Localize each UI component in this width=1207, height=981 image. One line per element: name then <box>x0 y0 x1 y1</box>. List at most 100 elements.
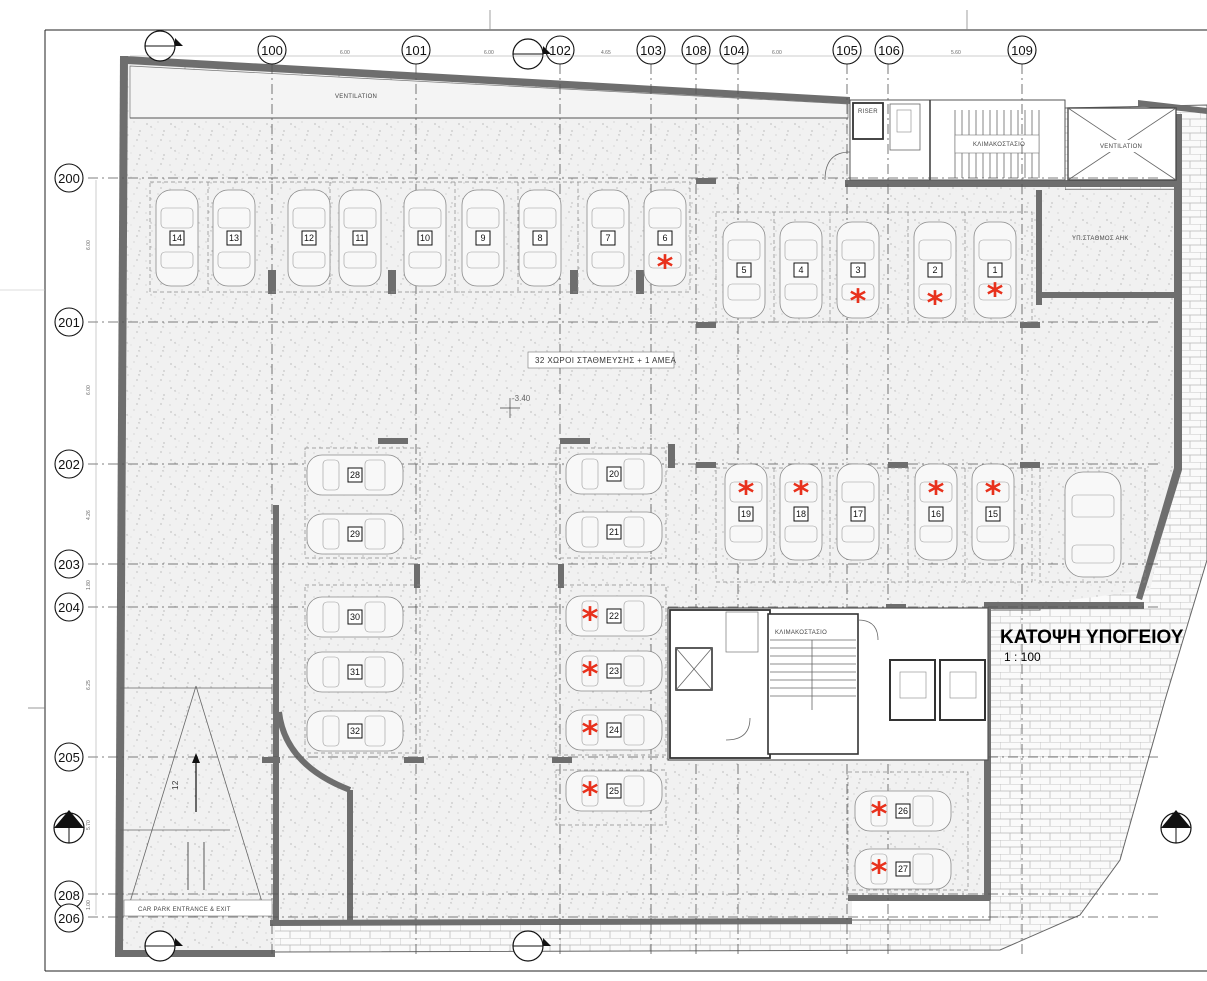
space-number-box <box>895 803 911 819</box>
parking-space-10: 10 <box>403 189 447 287</box>
space-number-box <box>347 664 363 680</box>
parking-space-12: 12 <box>287 189 331 287</box>
space-number-box <box>475 230 491 246</box>
parking-space-18: 18* <box>779 463 823 561</box>
parking-space-26: 26* <box>854 790 952 833</box>
parking-space-8: 8 <box>518 189 562 287</box>
space-number-box <box>738 506 754 522</box>
space-number-box <box>169 230 185 246</box>
space-number-box <box>793 262 809 278</box>
space-number: 2 <box>932 265 937 275</box>
parking-space-14: 14 <box>155 189 199 287</box>
svg-text:5.60: 5.60 <box>951 50 961 56</box>
space-number: 12 <box>304 233 314 243</box>
space-number-box <box>352 230 368 246</box>
space-number: 9 <box>480 233 485 243</box>
grid-bubble-104: 104 <box>719 35 749 65</box>
sheet-frame <box>0 10 1207 972</box>
svg-text:4.26: 4.26 <box>86 510 92 520</box>
grid-bubble-208: 208 <box>54 880 84 910</box>
space-number-box <box>417 230 433 246</box>
space-number: 8 <box>537 233 542 243</box>
parking-space-13: 13 <box>212 189 256 287</box>
drawing-title: ΚΑΤΟΨΗ ΥΠΟΓΕΙΟΥ <box>1000 627 1184 648</box>
space-number-box <box>606 466 622 482</box>
section-marker-top-left <box>144 30 183 62</box>
capacity-label-box <box>527 351 675 369</box>
columns <box>262 178 1040 763</box>
section-markers <box>53 30 1192 962</box>
space-number-box <box>927 262 943 278</box>
space-number: 4 <box>798 265 803 275</box>
grid-bubble-101: 101 <box>401 35 431 65</box>
parking-space-31: 31 <box>306 651 404 693</box>
grid-bubble-200: 200 <box>54 163 84 193</box>
grid-bubble-108: 108 <box>681 35 711 65</box>
svg-text:6.25: 6.25 <box>86 680 92 690</box>
space-number: 31 <box>350 667 360 677</box>
grid-bubbles-vertical: 100 101 102 103 108 104 105 106 109 <box>257 35 1037 65</box>
space-number-box <box>347 467 363 483</box>
svg-text:105: 105 <box>836 43 858 58</box>
svg-text:1.00: 1.00 <box>86 900 92 910</box>
svg-text:202: 202 <box>58 457 80 472</box>
stair-lower-label: ΚΛΙΜΑΚΟΣΤΑΣΙΟ <box>775 630 827 636</box>
grid-bubble-106: 106 <box>874 35 904 65</box>
space-number: 13 <box>229 233 239 243</box>
space-number: 18 <box>796 509 806 519</box>
space-number: 3 <box>855 265 860 275</box>
parking-space-32: 32 <box>306 710 404 752</box>
stair-upper-label: ΚΛΙΜΑΚΟΣΤΑΣΙΟ <box>973 142 1025 148</box>
section-marker-bottom-left <box>144 930 183 962</box>
store-label: ΥΠ.ΣΤΑΘΜΟΣ ΑΗΚ <box>1072 236 1129 242</box>
svg-text:101: 101 <box>405 43 427 58</box>
parking-bay-outlines <box>149 181 1146 891</box>
space-number-box <box>606 663 622 679</box>
svg-text:201: 201 <box>58 315 80 330</box>
svg-text:108: 108 <box>685 43 707 58</box>
parking-space-3: 3* <box>836 221 880 320</box>
accessible-marker-icon: * <box>871 853 888 891</box>
parking-space-22: 22* <box>565 595 663 638</box>
svg-text:203: 203 <box>58 557 80 572</box>
grid-bubble-202: 202 <box>54 449 84 479</box>
accessible-marker-icon: * <box>582 655 599 693</box>
drawing-scale: 1 : 100 <box>1004 650 1041 664</box>
space-number: 15 <box>988 509 998 519</box>
space-number-box <box>606 524 622 540</box>
svg-text:100: 100 <box>261 43 283 58</box>
accessible-marker-icon: * <box>738 474 755 512</box>
parking-space-5: 5 <box>722 221 766 319</box>
section-marker-bottom-mid <box>512 930 551 962</box>
parking-space-27: 27* <box>854 848 952 891</box>
parking-space-7: 7 <box>586 189 630 287</box>
accessible-marker-icon: * <box>582 600 599 638</box>
space-number: 6 <box>662 233 667 243</box>
upper-core <box>824 99 1066 181</box>
space-number: 19 <box>741 509 751 519</box>
grid-bubble-105: 105 <box>832 35 862 65</box>
space-number-box <box>600 230 616 246</box>
accessible-marker-icon: * <box>871 795 888 833</box>
grid-bubble-103: 103 <box>636 35 666 65</box>
space-number-box <box>347 609 363 625</box>
section-marker-left <box>53 810 85 844</box>
parking-space-20: 20 <box>565 453 663 495</box>
car-park-ramp <box>120 685 273 917</box>
ventilation-shaft <box>1067 107 1177 181</box>
parking-space-11: 11 <box>338 189 382 287</box>
level-marker <box>500 398 520 418</box>
accessible-marker-icon: * <box>582 714 599 752</box>
space-number-box <box>347 723 363 739</box>
svg-text:102: 102 <box>549 43 571 58</box>
lower-core <box>667 607 989 761</box>
svg-text:104: 104 <box>723 43 745 58</box>
svg-text:204: 204 <box>58 600 80 615</box>
ventilation-top-label: VENTILATION <box>335 94 377 100</box>
space-number: 17 <box>853 509 863 519</box>
parking-space-30: 30 <box>306 596 404 638</box>
section-marker-top-mid <box>512 38 551 70</box>
accessible-marker-icon: * <box>927 284 944 322</box>
space-number: 23 <box>609 666 619 676</box>
